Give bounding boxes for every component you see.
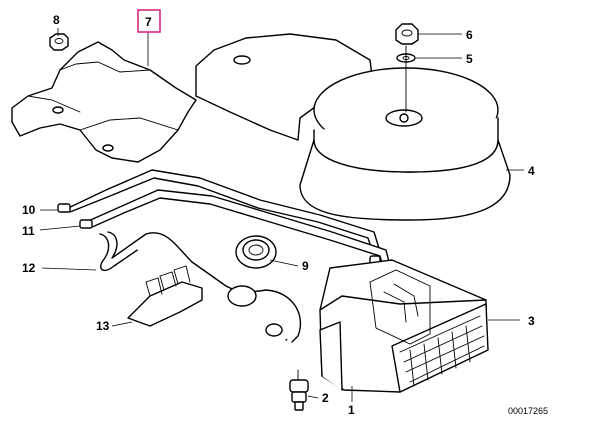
part-3-charcoal-canister[interactable]: [319, 259, 489, 393]
callout-1[interactable]: 1: [348, 403, 355, 417]
part-4-filter-housing[interactable]: [195, 33, 511, 221]
canister-grille: [399, 315, 485, 387]
part-9-grommet[interactable]: [235, 235, 277, 269]
callout-4[interactable]: 4: [528, 164, 535, 178]
callout-7-highlight: [137, 9, 161, 33]
leader-lines: [39, 28, 524, 402]
callout-13[interactable]: 13: [96, 319, 110, 333]
part-6-nut[interactable]: [395, 23, 419, 45]
diagram-reference-number: 00017265: [508, 406, 548, 416]
part-2-valve[interactable]: [289, 369, 309, 411]
callout-7[interactable]: 7: [145, 15, 152, 29]
part-8-nut[interactable]: [49, 33, 69, 51]
callout-10[interactable]: 10: [22, 203, 36, 217]
callout-8[interactable]: 8: [53, 13, 60, 27]
part-7-heat-shield[interactable]: [11, 41, 197, 163]
callout-3[interactable]: 3: [528, 314, 535, 328]
part-13-clip[interactable]: [127, 265, 203, 327]
callout-2[interactable]: 2: [322, 391, 329, 405]
part-10-11-fuel-lines[interactable]: [57, 169, 391, 277]
callout-12[interactable]: 12: [22, 261, 36, 275]
callout-9[interactable]: 9: [302, 259, 309, 273]
callout-11[interactable]: 11: [22, 224, 35, 238]
callout-6[interactable]: 6: [466, 28, 473, 42]
callout-5[interactable]: 5: [466, 52, 473, 66]
